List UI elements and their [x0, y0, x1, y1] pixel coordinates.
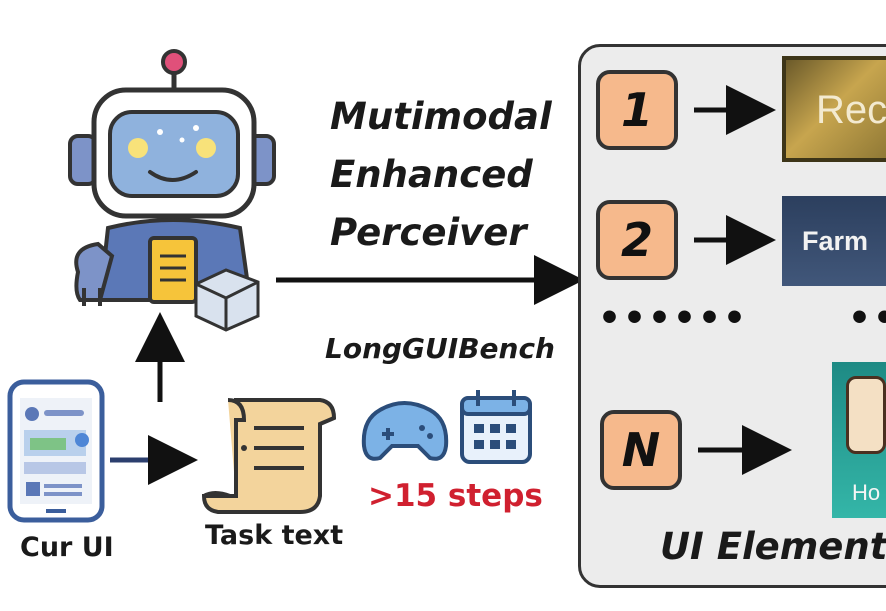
benchmark-label: LongGUIBench: [325, 332, 555, 365]
task-text-label: Task text: [205, 520, 344, 551]
element-thumbnail-1: Reco: [782, 56, 886, 162]
element-thumbnail-2: Farm: [782, 196, 886, 286]
scroll-icon: [201, 398, 337, 514]
element-badge-n: N: [600, 410, 682, 490]
element-badge-1: 1: [596, 70, 678, 150]
steps-label: >15 steps: [368, 478, 543, 514]
title-line-3: Perceiver: [330, 211, 527, 254]
thumbnail-2-text: Farm: [802, 226, 869, 256]
thumbnail-1-text: Reco: [816, 88, 886, 132]
robot-icon: [68, 49, 276, 332]
thumbnail-n-text: Ho: [852, 480, 881, 505]
calendar-icon: [460, 390, 532, 464]
gamepad-icon: [361, 401, 449, 461]
ellipsis-right: ••: [848, 298, 886, 339]
ui-element-label: UI Element: [660, 525, 886, 568]
element-badge-2: 2: [596, 200, 678, 280]
ellipsis-left: ••••••: [598, 298, 749, 339]
cur-ui-label: Cur UI: [20, 532, 114, 563]
character-portrait: [846, 376, 886, 454]
title-line-1: Mutimodal: [330, 95, 552, 138]
title-line-2: Enhanced: [330, 153, 533, 196]
element-thumbnail-n: Ho: [832, 362, 886, 518]
phone-icon: [7, 379, 105, 523]
